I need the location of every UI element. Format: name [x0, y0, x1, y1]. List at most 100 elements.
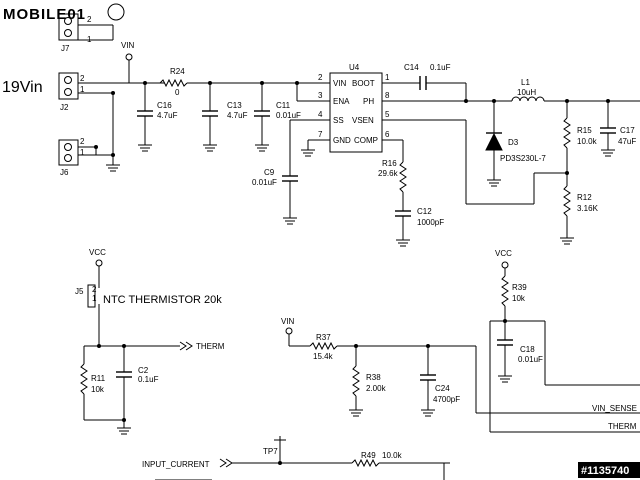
c24-ref: C24 — [435, 384, 450, 393]
j5-pin2: 2 — [92, 285, 97, 294]
r11-ref: R11 — [91, 374, 106, 383]
c13-value: 4.7uF — [227, 111, 248, 120]
d3-value: PD3S230L-7 — [500, 154, 546, 163]
r12-ref: R12 — [577, 193, 592, 202]
watermark-logo: MOBILE01 — [3, 3, 125, 23]
j5-body — [87, 284, 96, 308]
input-current-arrow-icon — [219, 458, 233, 468]
r37-value: 15.4k — [313, 352, 334, 361]
connector-j7: J7 2 1 — [58, 13, 114, 53]
resistor-r37: R37 15.4k — [309, 333, 476, 361]
capacitor-c24: C24 4700pF — [420, 346, 460, 417]
svg-text:BOOT: BOOT — [352, 79, 375, 88]
j6-pin1: 1 — [80, 148, 85, 157]
net-vin-top: VIN — [121, 41, 135, 83]
r12-value: 3.16K — [577, 204, 599, 213]
c16-value: 4.7uF — [157, 111, 178, 120]
therm-net-label: THERM — [196, 342, 225, 351]
c2-ref: C2 — [138, 366, 149, 375]
c12-value: 1000pF — [417, 218, 444, 227]
svg-text:PH: PH — [363, 97, 374, 106]
svg-text:2: 2 — [318, 73, 323, 82]
c9-ref: C9 — [264, 168, 275, 177]
r16-ref: R16 — [382, 159, 397, 168]
j5-desc: NTC THERMISTOR 20k — [103, 294, 222, 306]
svg-text:ENA: ENA — [333, 97, 350, 106]
r49-value: 10.0k — [382, 451, 403, 460]
ic-u4: U4 2 3 4 7 VIN ENA SS GND 1 8 5 6 BOOT P… — [315, 63, 397, 153]
svg-text:7: 7 — [318, 130, 323, 139]
r49-ref: R49 — [361, 451, 376, 460]
c17-ref: C17 — [620, 126, 635, 135]
capacitor-c13: C13 4.7uF — [202, 83, 248, 152]
vin-mid-label: VIN — [281, 317, 295, 326]
capacitor-c16: C16 4.7uF — [137, 83, 178, 152]
j2-body — [58, 72, 79, 100]
j7-body — [58, 13, 79, 41]
r37-ref: R37 — [316, 333, 331, 342]
net-vin-mid: VIN — [281, 317, 310, 347]
ground-icon — [301, 149, 315, 157]
svg-text:1: 1 — [385, 73, 390, 82]
svg-text:VIN: VIN — [333, 79, 347, 88]
j6-ref: J6 — [60, 168, 69, 177]
watermark-id: #1135740 — [578, 462, 640, 478]
r16-value: 29.6k — [378, 169, 399, 178]
r11-value: 10k — [91, 385, 105, 394]
r24-ref: R24 — [170, 67, 185, 76]
capacitor-c17: C17 47uF — [600, 101, 636, 157]
l1-ref: L1 — [521, 78, 530, 87]
c9-value: 0.01uF — [252, 178, 277, 187]
net-vcc-left: VCC — [89, 248, 106, 288]
r38-value: 2.00k — [366, 384, 387, 393]
d3-ref: D3 — [508, 138, 519, 147]
vin-sense-label: VIN_SENSE — [592, 404, 637, 413]
diode-d3: D3 PD3S230L-7 — [485, 101, 546, 187]
capacitor-c18: C18 0.01uF — [497, 339, 543, 383]
j7-ref: J7 — [61, 44, 70, 53]
c18-ref: C18 — [520, 345, 535, 354]
net-vcc-right: VCC — [495, 249, 512, 276]
vcc-right-label: VCC — [495, 249, 512, 258]
resistor-r38: R38 2.00k — [349, 346, 387, 417]
j6-pin2: 2 — [80, 137, 85, 146]
c11-ref: C11 — [276, 101, 291, 110]
svg-text:4: 4 — [318, 110, 323, 119]
r24-value: 0 — [175, 88, 180, 97]
j7-pin2: 2 — [87, 15, 92, 24]
u4-body — [329, 72, 383, 153]
therm-right-label: THERM — [608, 422, 637, 431]
svg-text:VSEN: VSEN — [352, 116, 374, 125]
vin-top-label: VIN — [121, 41, 135, 50]
test-point-tp7: TP7 — [263, 436, 286, 462]
resistor-r39: R39 10k — [501, 275, 527, 340]
ground-icon — [117, 427, 131, 435]
capacitor-c2: C2 0.1uF — [116, 346, 159, 420]
capacitor-c14: C14 0.1uF — [404, 63, 467, 101]
j6-body — [58, 139, 79, 166]
resistor-r12: R12 3.16K — [560, 173, 599, 245]
j2-pin1: 1 — [80, 85, 85, 94]
ground-icon — [106, 164, 120, 172]
connector-j5: J5 2 1 NTC THERMISTOR 20k — [75, 284, 222, 346]
svg-text:5: 5 — [385, 110, 390, 119]
j2-pin2: 2 — [80, 74, 85, 83]
resistor-r16: R16 29.6k — [378, 140, 407, 211]
capacitor-c11: C11 0.01uF — [254, 83, 301, 152]
svg-text:GND: GND — [333, 136, 351, 145]
input-current-label: INPUT_CURRENT — [142, 460, 210, 469]
connector-j2: 19Vin J2 2 1 — [2, 72, 160, 112]
tp7-label: TP7 — [263, 447, 278, 456]
r38-ref: R38 — [366, 373, 381, 382]
j5-pin1: 1 — [92, 294, 97, 303]
watermark-id-text: #1135740 — [581, 465, 629, 477]
svg-text:3: 3 — [318, 91, 323, 100]
c17-value: 47uF — [618, 137, 636, 146]
r39-ref: R39 — [512, 283, 527, 292]
c14-ref: C14 — [404, 63, 419, 72]
capacitor-c9: C9 0.01uF — [252, 120, 298, 225]
r15-value: 10.0k — [577, 137, 598, 146]
inductor-l1: L1 10uH — [511, 78, 640, 102]
c24-value: 4700pF — [433, 395, 460, 404]
